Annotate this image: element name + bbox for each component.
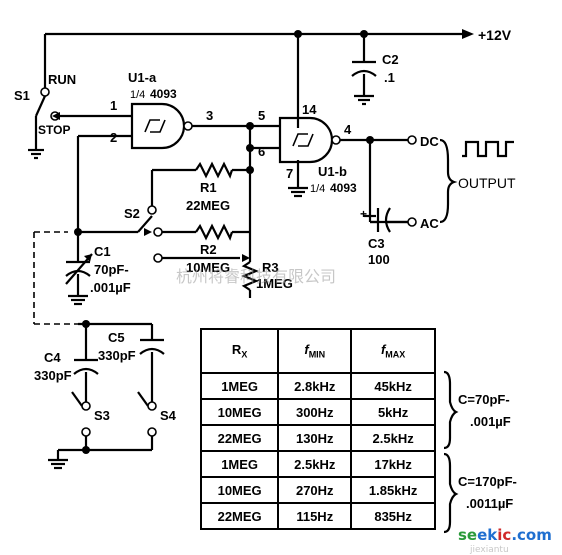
- output-dc-label: DC: [420, 134, 439, 149]
- c3-value: 100: [368, 252, 390, 267]
- c4-value: 330pF: [34, 368, 72, 383]
- cell-rx: 10MEG: [199, 476, 280, 504]
- switch-s4: [137, 391, 157, 437]
- u1a-name: U1-a: [128, 70, 157, 85]
- cap-c3-symbol: [364, 207, 410, 233]
- c2-value: .1: [384, 70, 395, 85]
- c5-value: 330pF: [98, 348, 136, 363]
- switch-s2: [144, 205, 163, 263]
- header-rx: RX: [199, 328, 280, 374]
- u1a-pin3: 3: [206, 108, 213, 123]
- r2-name: R2: [200, 242, 217, 257]
- cell-fmax: 5kHz: [350, 398, 436, 426]
- u1b-pin5: 5: [258, 108, 265, 123]
- group1-line2: .001µF: [470, 414, 511, 429]
- cell-fmax: 1.85kHz: [350, 476, 436, 504]
- resistor-r2: [195, 223, 234, 241]
- cell-fmin: 130Hz: [277, 424, 353, 452]
- cell-rx: 22MEG: [199, 424, 280, 452]
- header-fmax: fMAX: [350, 328, 436, 374]
- watermark-site-sub: jiexiantu: [469, 545, 509, 555]
- u1b-part: 4093: [330, 181, 357, 195]
- u1b-pin6: 6: [258, 144, 265, 159]
- cell-fmin: 300Hz: [277, 398, 353, 426]
- u1b-name: U1-b: [318, 164, 347, 179]
- output-label: OUTPUT: [458, 175, 516, 191]
- watermark-chinese: 杭州将睿科技有限公司: [176, 267, 336, 286]
- cell-fmin: 115Hz: [277, 502, 353, 530]
- output-ac-label: AC: [420, 216, 439, 231]
- resistor-r1: [195, 161, 234, 179]
- cap-c1-symbol: [65, 253, 93, 285]
- group2-line1: C=170pF-: [458, 474, 517, 489]
- cell-rx: 22MEG: [199, 502, 280, 530]
- output-terminals: [407, 135, 514, 227]
- c3-name: C3: [368, 236, 385, 251]
- c3-polarity: +: [360, 207, 367, 221]
- c5-name: C5: [108, 330, 125, 345]
- group2-line2: .0011µF: [466, 496, 513, 511]
- u1b-pin14: 14: [302, 102, 317, 117]
- switch-s1: [34, 87, 60, 121]
- u1a-part: 4093: [150, 87, 177, 101]
- r3-name: R3: [262, 260, 279, 275]
- c2-name: C2: [382, 52, 399, 67]
- cap-c5-symbol: [139, 338, 165, 355]
- table-row: 1MEG 2.5kHz 17kHz: [199, 450, 436, 478]
- table-row: 22MEG 115Hz 835Hz: [199, 502, 436, 530]
- r1-value: 22MEG: [186, 198, 230, 213]
- cell-fmin: 2.5kHz: [277, 450, 353, 478]
- cell-fmax: 835Hz: [350, 502, 436, 530]
- s1-stop-label: STOP: [38, 123, 70, 137]
- switch-s3: [71, 391, 91, 437]
- c4-name: C4: [44, 350, 61, 365]
- resistor-r3: [241, 254, 259, 291]
- r1-name: R1: [200, 180, 217, 195]
- r3-value: 1MEG: [256, 276, 293, 291]
- u1b-pin4: 4: [344, 122, 352, 137]
- c1-value-line2: .001µF: [90, 280, 131, 295]
- gate-u1b: [278, 116, 341, 164]
- cell-fmax: 17kHz: [350, 450, 436, 478]
- s1-name: S1: [14, 88, 30, 103]
- cap-c2-symbol: [351, 60, 377, 77]
- r2-value: 10MEG: [186, 260, 230, 275]
- s2-name: S2: [124, 206, 140, 221]
- table-row: 1MEG 2.8kHz 45kHz: [199, 372, 436, 400]
- cell-rx: 1MEG: [199, 372, 280, 400]
- header-fmin: fMIN: [277, 328, 353, 374]
- s3-name: S3: [94, 408, 110, 423]
- cell-fmin: 270Hz: [277, 476, 353, 504]
- s4-name: S4: [160, 408, 177, 423]
- u1b-fraction: 1/4: [310, 183, 325, 195]
- cell-fmax: 2.5kHz: [350, 424, 436, 452]
- cap-c4-symbol: [73, 358, 99, 375]
- table-header-row: RX fMIN fMAX: [199, 328, 436, 374]
- cell-rx: 1MEG: [199, 450, 280, 478]
- gate-u1a: [130, 102, 193, 150]
- u1a-pin1: 1: [110, 98, 117, 113]
- frequency-table: RX fMIN fMAX 1MEG 2.8kHz 45kHz 10MEG 300…: [199, 328, 436, 530]
- u1b-pin7: 7: [286, 166, 293, 181]
- table-row: 22MEG 130Hz 2.5kHz: [199, 424, 436, 452]
- s1-run-label: RUN: [48, 72, 76, 87]
- table-row: 10MEG 300Hz 5kHz: [199, 398, 436, 426]
- cell-rx: 10MEG: [199, 398, 280, 426]
- cell-fmin: 2.8kHz: [277, 372, 353, 400]
- u1a-fraction: 1/4: [130, 89, 145, 101]
- c1-name: C1: [94, 244, 111, 259]
- supply-label: +12V: [478, 27, 512, 43]
- u1a-pin2: 2: [110, 130, 117, 145]
- group1-line1: C=70pF-: [458, 392, 510, 407]
- watermark-site: seekic.com: [458, 526, 552, 544]
- cell-fmax: 45kHz: [350, 372, 436, 400]
- table-row: 10MEG 270Hz 1.85kHz: [199, 476, 436, 504]
- table-brackets: [443, 370, 459, 534]
- c1-value-line1: 70pF-: [94, 262, 129, 277]
- junctions: [74, 30, 374, 454]
